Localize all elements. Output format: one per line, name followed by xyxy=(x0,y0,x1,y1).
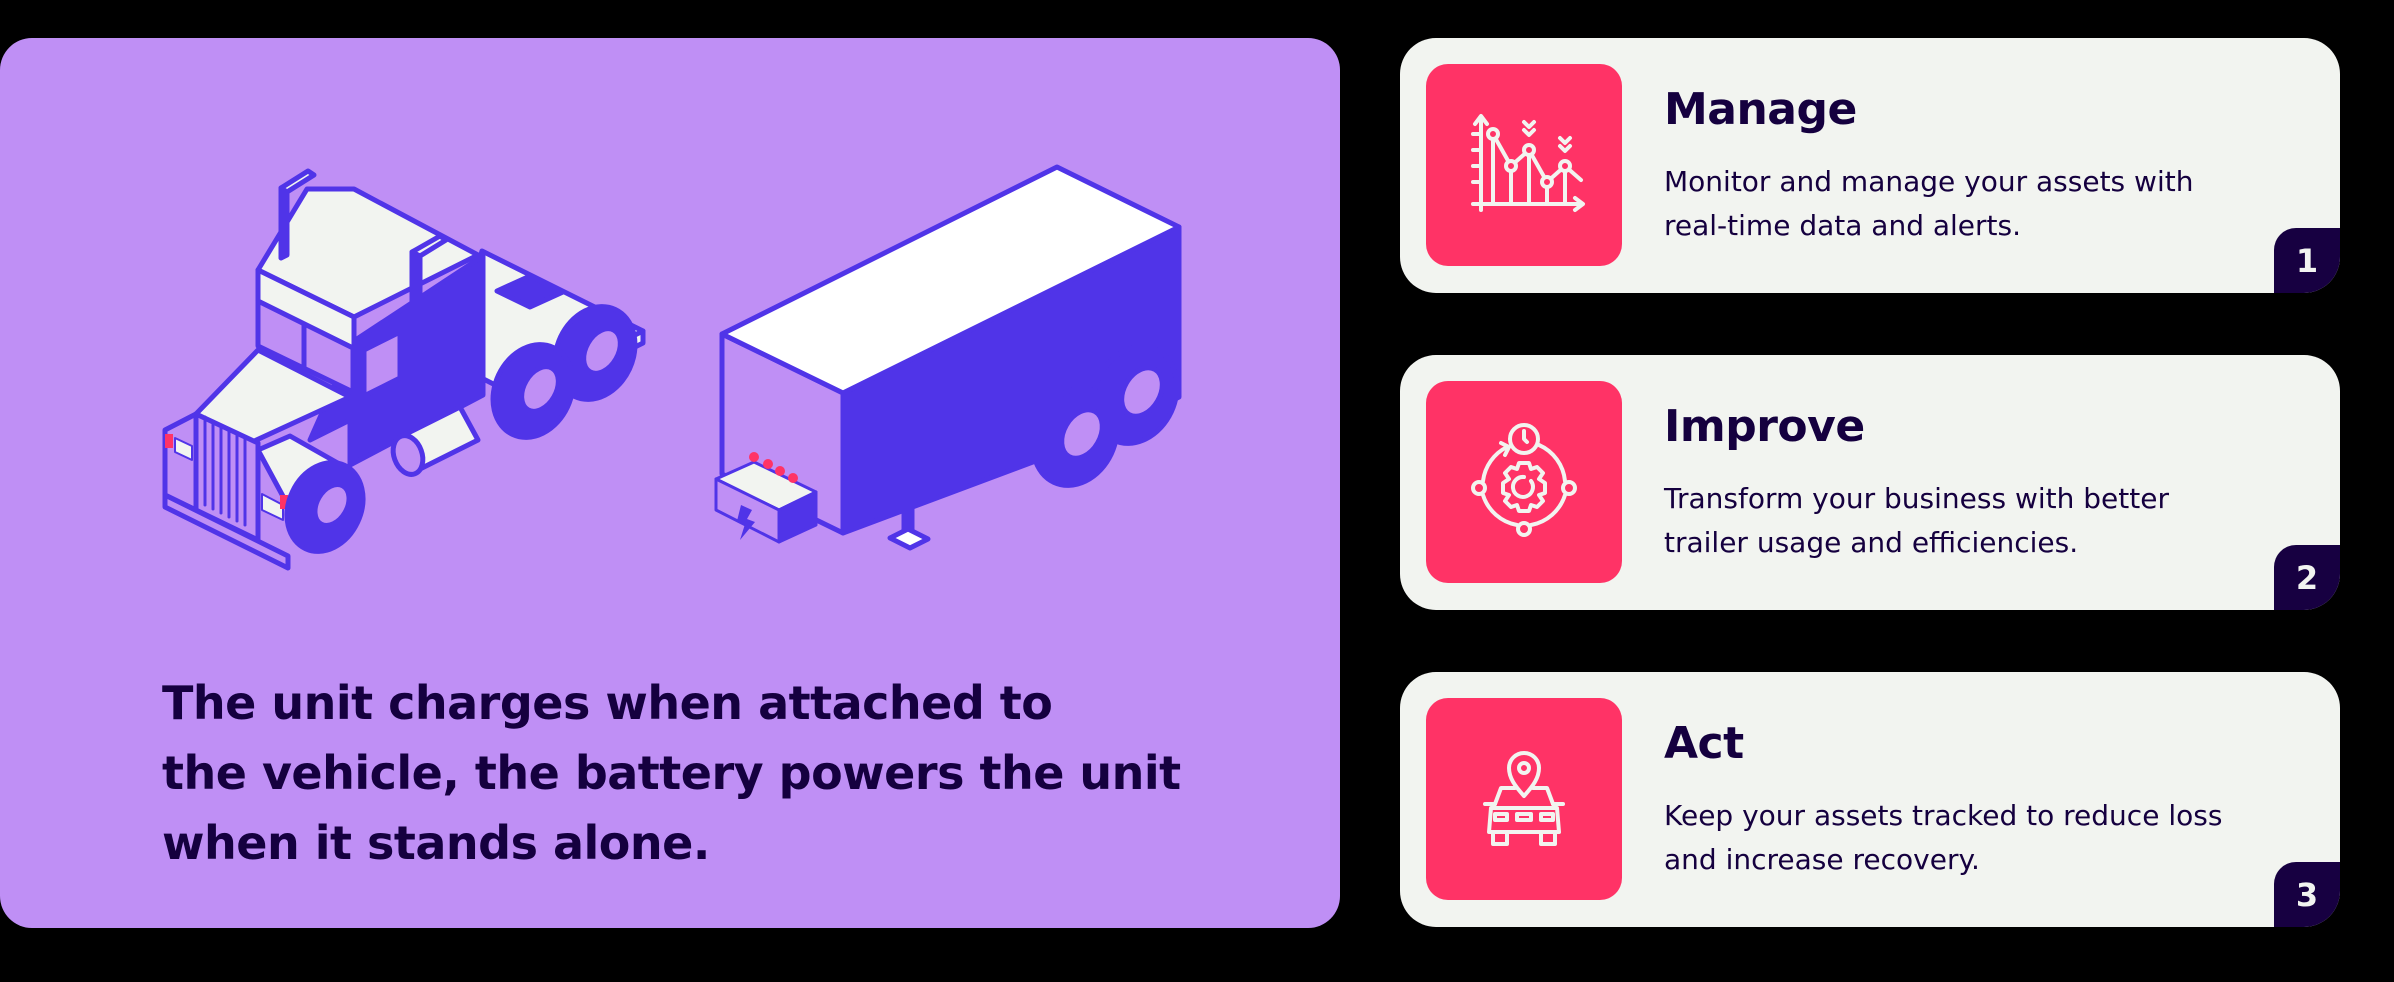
icon-tile xyxy=(1426,381,1622,583)
card-description-line: Monitor and manage your assets with xyxy=(1664,165,2194,198)
card-description-line: trailer usage and efficiencies. xyxy=(1664,526,2079,559)
card-description-line: Transform your business with better xyxy=(1664,482,2169,515)
feature-card-act: Act Keep your assets tracked to reduce l… xyxy=(1400,672,2340,927)
hero-caption: The unit charges when attached to the ve… xyxy=(162,668,1312,878)
card-title: Improve xyxy=(1664,401,1865,452)
card-title: Manage xyxy=(1664,84,1857,135)
step-number-badge: 1 xyxy=(2274,228,2340,293)
icon-tile xyxy=(1426,64,1622,266)
card-description-line: real-time data and alerts. xyxy=(1664,209,2022,242)
step-number-badge: 2 xyxy=(2274,545,2340,610)
card-description: Transform your business with better trai… xyxy=(1664,477,2304,565)
hero-panel: The unit charges when attached to the ve… xyxy=(0,38,1340,928)
card-description-line: and increase recovery. xyxy=(1664,843,1980,876)
card-title: Act xyxy=(1664,718,1744,769)
icon-tile xyxy=(1426,698,1622,900)
hero-caption-line: The unit charges when attached to xyxy=(162,676,1053,730)
line-chart-icon xyxy=(1471,114,1585,212)
feature-card-manage: Manage Monitor and manage your assets wi… xyxy=(1400,38,2340,293)
hero-caption-line: the vehicle, the battery powers the unit xyxy=(162,746,1181,800)
gear-cycle-icon xyxy=(1471,423,1577,537)
feature-card-improve: Improve Transform your business with bet… xyxy=(1400,355,2340,610)
card-description-line: Keep your assets tracked to reduce loss xyxy=(1664,799,2223,832)
car-location-pin-icon xyxy=(1483,751,1565,846)
card-description: Keep your assets tracked to reduce loss … xyxy=(1664,794,2304,882)
step-number-badge: 3 xyxy=(2274,862,2340,927)
trailer-illustration xyxy=(719,164,1182,551)
card-description: Monitor and manage your assets with real… xyxy=(1664,160,2304,248)
battery-illustration xyxy=(714,452,818,544)
hero-caption-line: when it stands alone. xyxy=(162,816,710,870)
truck-trailer-battery-illustration xyxy=(162,164,1182,571)
truck-illustration xyxy=(162,168,646,571)
